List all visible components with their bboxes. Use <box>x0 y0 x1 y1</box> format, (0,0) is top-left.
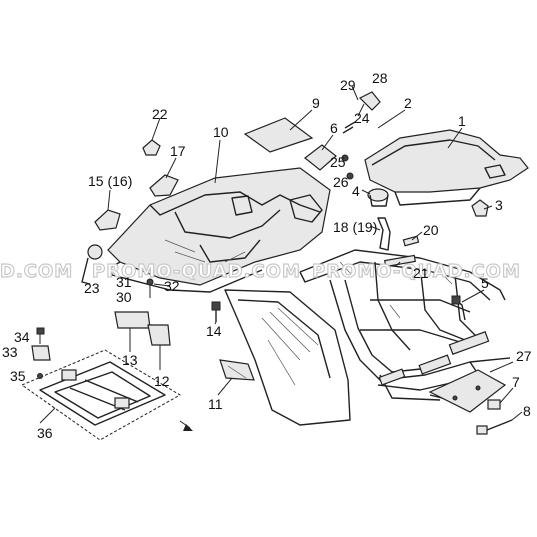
callout-28: 28 <box>372 70 388 86</box>
callout-6: 6 <box>330 120 338 136</box>
callout-23: 23 <box>84 280 100 296</box>
callout-34: 34 <box>14 329 30 345</box>
callout-13: 13 <box>122 352 138 368</box>
callout-30: 30 <box>116 289 132 305</box>
callout-31: 31 <box>116 274 132 290</box>
callout-32: 32 <box>164 278 180 294</box>
lower-panel-part <box>224 289 351 426</box>
callout-3: 3 <box>495 197 503 213</box>
seat-part <box>364 129 529 206</box>
callout-15-16: 15 (16) <box>88 173 132 189</box>
callout-26: 26 <box>333 174 349 190</box>
callout-14: 14 <box>206 323 222 339</box>
callout-7: 7 <box>512 374 520 390</box>
small-parts <box>81 91 513 435</box>
callout-17: 17 <box>170 143 186 159</box>
seat-latch-part <box>367 188 389 207</box>
watermark-left: D.COM <box>0 261 73 282</box>
leader-lines <box>39 85 523 424</box>
callout-36: 36 <box>37 425 53 441</box>
callout-12: 12 <box>154 373 170 389</box>
callout-21: 21 <box>413 265 429 281</box>
skid-plate-part <box>428 369 507 413</box>
callout-24: 24 <box>354 110 370 126</box>
watermark-center: PROMO-QUAD.COM <box>92 261 301 282</box>
rear-fender-part <box>107 167 331 293</box>
frame-part <box>299 249 511 406</box>
callout-4: 4 <box>352 183 360 199</box>
callout-25: 25 <box>330 154 346 170</box>
callout-22: 22 <box>152 106 168 122</box>
callout-18-19: 18 (19) <box>333 219 377 235</box>
callout-11: 11 <box>208 396 223 412</box>
rack-assembly-part <box>20 327 181 441</box>
callout-29: 29 <box>340 77 356 93</box>
callout-2: 2 <box>404 95 412 111</box>
watermark-layer: D.COM PROMO-QUAD.COM PROMO-QUAD.COM <box>0 260 521 282</box>
watermark-right: PROMO-QUAD.COM <box>312 261 521 282</box>
callout-10: 10 <box>213 124 229 140</box>
callout-33: 33 <box>2 344 18 360</box>
callout-35: 35 <box>10 368 26 384</box>
callout-1: 1 <box>458 113 466 129</box>
direction-arrow-icon <box>179 420 193 431</box>
callout-27: 27 <box>516 348 532 364</box>
callout-9: 9 <box>312 95 320 111</box>
callout-20: 20 <box>423 222 439 238</box>
callout-labels: 1 2 3 4 5 6 7 8 9 10 11 12 13 14 15 (16)… <box>2 70 532 441</box>
callout-8: 8 <box>523 403 531 419</box>
callout-5: 5 <box>481 275 489 291</box>
